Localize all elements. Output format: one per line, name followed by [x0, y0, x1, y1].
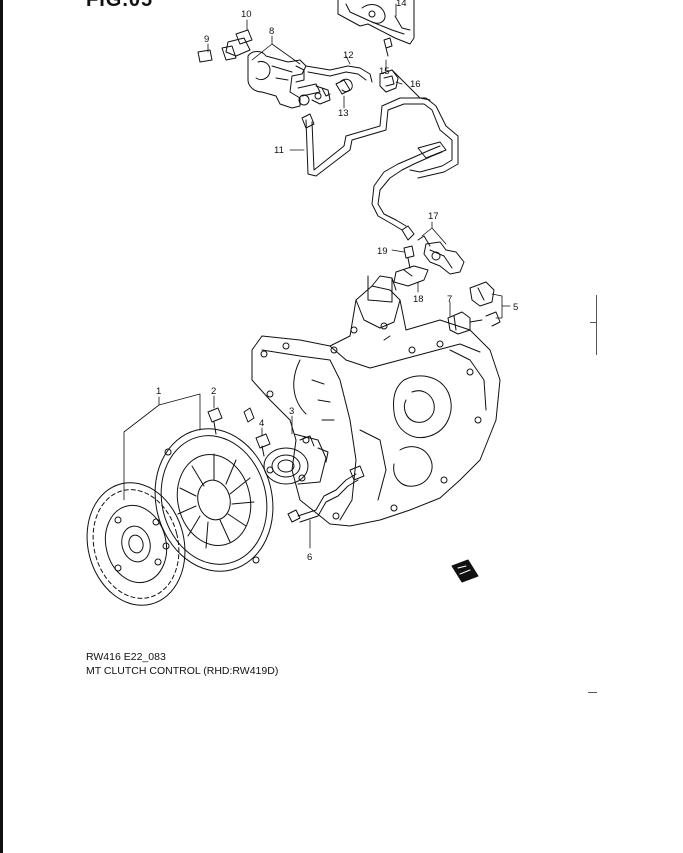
transaxle-housing — [243, 275, 501, 527]
page-border — [0, 0, 3, 853]
callout-16: 16 — [410, 79, 421, 90]
part-2-bolt — [207, 407, 223, 435]
flexible-hose — [371, 141, 447, 241]
drawing-caption: MT CLUTCH CONTROL (RHD:RW419D) — [86, 665, 279, 677]
callout-10: 10 — [241, 9, 252, 20]
callout-14: 14 — [396, 0, 407, 9]
edge-mark — [596, 295, 597, 355]
edge-tick — [590, 322, 597, 323]
callout-19: 19 — [377, 246, 388, 257]
part-11-pipe — [301, 69, 459, 179]
part-1-clutch-cover — [154, 428, 274, 572]
leader-lines — [123, 3, 511, 549]
front-arrow-icon — [451, 559, 479, 583]
callout-9: 9 — [204, 34, 209, 45]
figure-title: FIG.05 — [86, 0, 154, 11]
part-17-fitting — [417, 235, 465, 275]
part-18-bracket — [393, 265, 429, 287]
part-1-clutch-disc — [86, 482, 186, 606]
callout-4: 4 — [259, 418, 264, 429]
part-3-release-bearing — [263, 433, 329, 485]
part-6-pipe — [287, 465, 365, 523]
callout-11: 11 — [274, 145, 284, 156]
callout-17: 17 — [428, 211, 439, 222]
callout-15: 15 — [379, 66, 390, 77]
part-14-bracket — [337, 0, 415, 45]
callout-1: 1 — [156, 386, 161, 397]
edge-dash — [588, 692, 597, 693]
part-19-bolt — [403, 245, 415, 269]
drawing-code: RW416 E22_083 — [86, 651, 166, 663]
callout-13: 13 — [338, 108, 349, 119]
callout-18: 18 — [413, 294, 424, 305]
callout-3: 3 — [289, 406, 294, 417]
callout-labels: 1 2 3 4 5 6 7 8 9 10 11 12 13 14 15 16 1… — [156, 0, 518, 563]
part-15-bolt — [383, 37, 393, 57]
part-4-bolt — [255, 433, 271, 457]
callout-7: 7 — [447, 294, 452, 305]
callout-12: 12 — [343, 50, 354, 61]
callout-8: 8 — [269, 26, 274, 37]
part-12-pipe — [305, 65, 373, 97]
callout-6: 6 — [307, 552, 312, 563]
callout-2: 2 — [211, 386, 216, 397]
callout-5: 5 — [513, 302, 518, 313]
part-5-connector — [469, 281, 501, 327]
part-7-sensor — [447, 311, 483, 335]
part-8-master-cylinder — [197, 29, 331, 109]
